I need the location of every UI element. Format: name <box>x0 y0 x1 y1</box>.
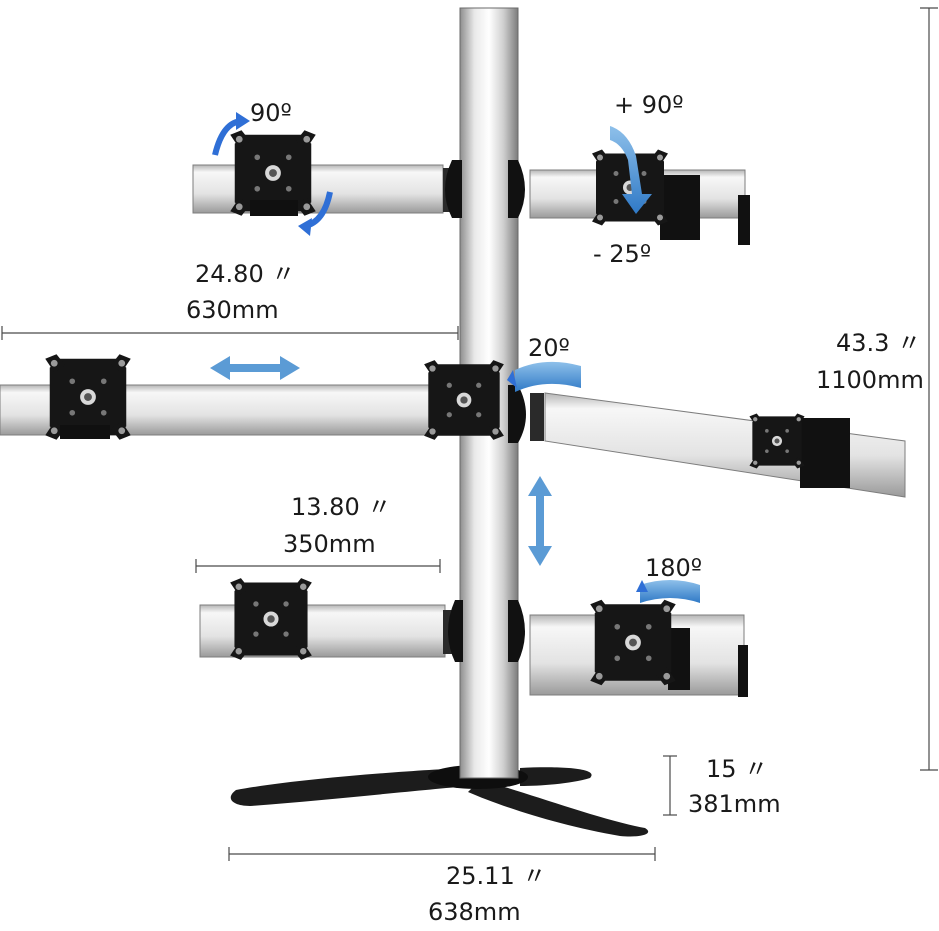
mid-arm-width-inches: 24.80 〃 <box>195 260 295 288</box>
base-height-mm: 381mm <box>688 790 781 818</box>
total-height-inches: 43.3 〃 <box>836 329 921 357</box>
vertical-double-arrow-icon <box>528 476 552 566</box>
tilt-up-label: + 90º <box>614 91 684 119</box>
swivel-arrow-icon <box>507 361 581 392</box>
tilt-arrow-icon <box>610 126 652 214</box>
arm-middle-right <box>508 385 906 498</box>
base-width-mm: 638mm <box>428 898 521 926</box>
tilt-down-label: - 25º <box>593 240 651 268</box>
mid-arm-width-mm: 630mm <box>186 296 279 324</box>
total-height-mm: 1100mm <box>816 366 924 394</box>
top-left-rotation-label: 90º <box>250 99 292 127</box>
base-width-inches: 25.11 〃 <box>446 862 546 890</box>
arm-top-left <box>192 130 462 218</box>
rotate-arrow-icon <box>212 112 333 236</box>
base-height-inches: 15 〃 <box>706 755 768 783</box>
arm-middle-left <box>0 354 504 440</box>
arm-lower-left <box>199 578 463 662</box>
rotation-180-label: 180º <box>645 554 702 582</box>
swivel-label: 20º <box>528 334 570 362</box>
low-arm-width-inches: 13.80 〃 <box>291 493 391 521</box>
dimension-lines <box>1 7 938 861</box>
rotate-180-arrow-icon <box>636 580 700 603</box>
low-arm-width-mm: 350mm <box>283 530 376 558</box>
arm-lower-right <box>508 599 748 697</box>
horizontal-double-arrow-icon <box>210 356 300 380</box>
stand-base <box>230 765 649 837</box>
